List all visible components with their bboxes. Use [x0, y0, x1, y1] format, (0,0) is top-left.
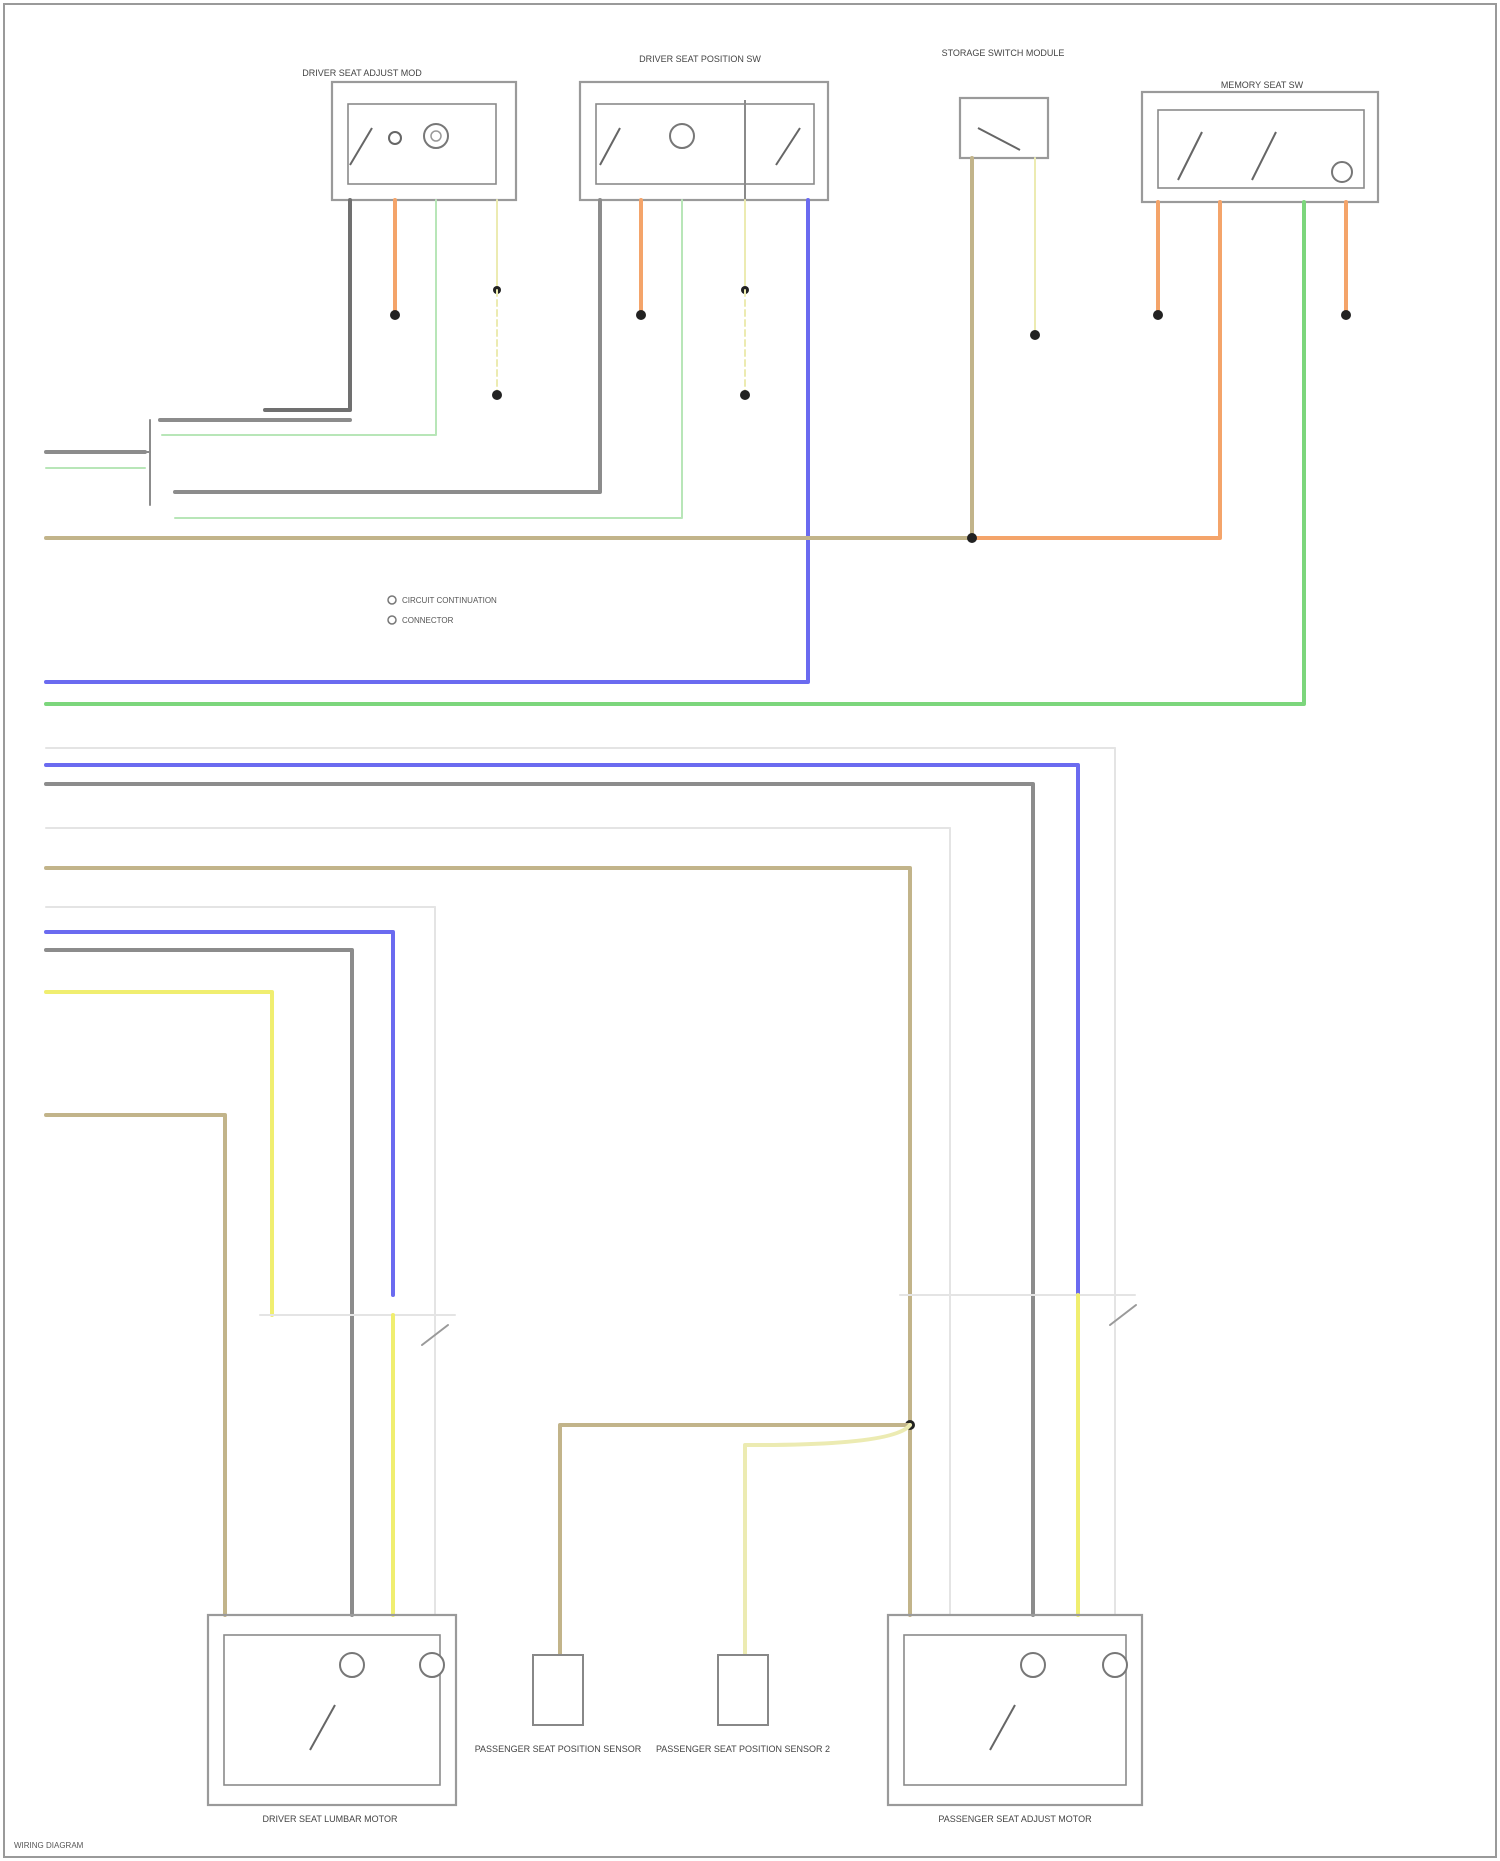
footer-text: WIRING DIAGRAM: [14, 1841, 84, 1850]
motor-icon: [424, 124, 448, 148]
component-label: MEMORY SEAT SW: [1221, 80, 1304, 90]
component-label: PASSENGER SEAT POSITION SENSOR: [475, 1744, 642, 1754]
motor-icon: [420, 1653, 444, 1677]
component-label: DRIVER SEAT LUMBAR MOTOR: [262, 1814, 398, 1824]
component-label: PASSENGER SEAT ADJUST MOTOR: [938, 1814, 1092, 1824]
component-label: PASSENGER SEAT POSITION SENSOR 2: [656, 1744, 830, 1754]
motor-icon: [670, 124, 694, 148]
legend-label: CONNECTOR: [402, 616, 454, 625]
component-passenger-seat-position-sensor-2: PASSENGER SEAT POSITION SENSOR 2: [656, 1655, 830, 1754]
component-label: DRIVER SEAT ADJUST MOD: [302, 68, 422, 78]
component-memory-seat-switch: MEMORY SEAT SW: [1142, 80, 1378, 202]
component-storage-switch-module: STORAGE SWITCH MODULE: [942, 48, 1065, 158]
component-driver-seat-adjust-module: DRIVER SEAT ADJUST MOD: [302, 68, 516, 200]
motor-icon: [1332, 162, 1352, 182]
component-driver-seat-lumbar-motor: DRIVER SEAT LUMBAR MOTOR: [208, 1615, 456, 1824]
legend: CIRCUIT CONTINUATION CONNECTOR: [388, 596, 497, 625]
component-label: DRIVER SEAT POSITION SW: [639, 54, 761, 64]
component-label: STORAGE SWITCH MODULE: [942, 48, 1065, 58]
component-passenger-seat-adjust-motor: PASSENGER SEAT ADJUST MOTOR: [888, 1615, 1142, 1824]
component-passenger-seat-position-sensor: PASSENGER SEAT POSITION SENSOR: [475, 1655, 642, 1754]
component-driver-seat-position-switch: DRIVER SEAT POSITION SW: [580, 54, 828, 200]
motor-icon: [1021, 1653, 1045, 1677]
motor-icon: [1103, 1653, 1127, 1677]
motor-icon: [340, 1653, 364, 1677]
legend-label: CIRCUIT CONTINUATION: [402, 596, 497, 605]
